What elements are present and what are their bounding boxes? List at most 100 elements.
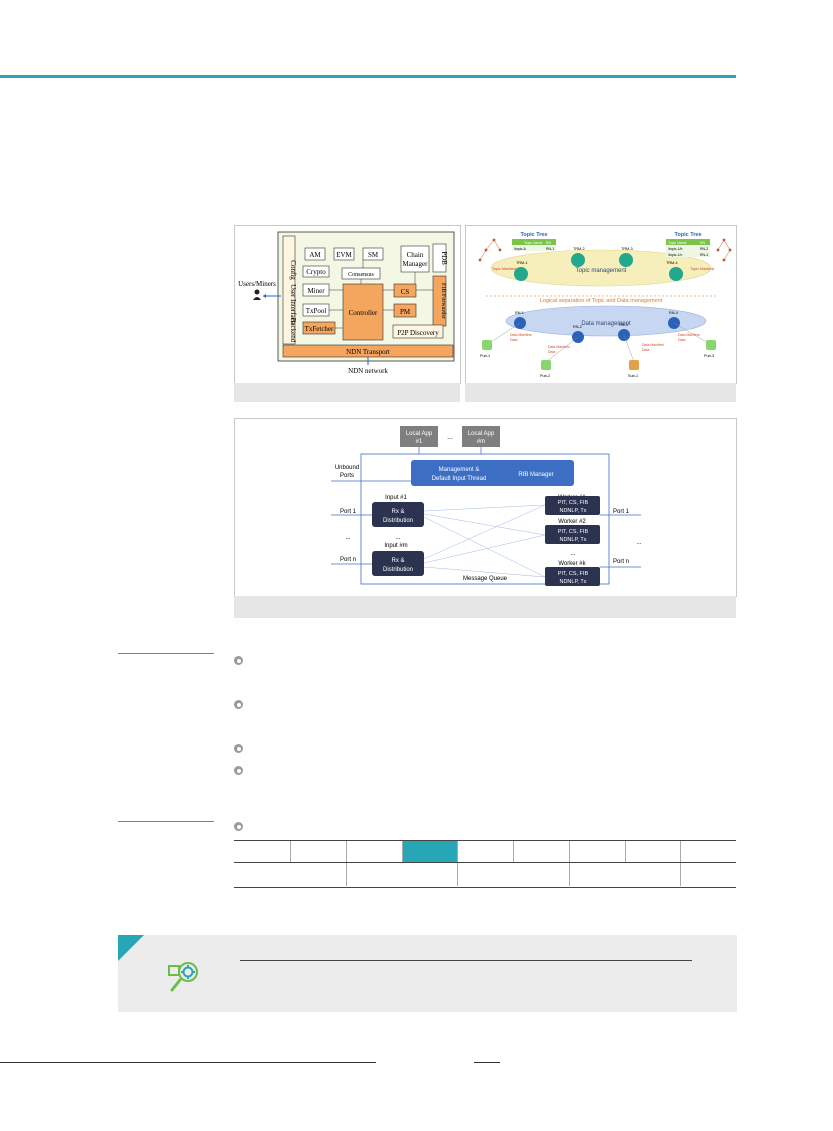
pub-1-icon [482, 340, 492, 350]
figure-topic-data-management: Topic management Topic Tree Topic Name R… [465, 225, 737, 384]
sub-1-label: Sub-1 [628, 374, 638, 378]
local-app-m-line2: #m [477, 439, 485, 445]
rib-manager-label: RIB Manager [518, 472, 553, 478]
separation-label: Logical separation of Topic and Data man… [540, 298, 663, 304]
port-1-left-label: Port 1 [340, 509, 357, 515]
forwarder-diagram: Local App #1 ... Local App #m Unbound Po… [331, 426, 642, 586]
input-1-label: Input #1 [385, 495, 407, 501]
bullet-icon-4 [234, 766, 243, 775]
data-manifest-3: Data Manifest [642, 343, 664, 347]
side-label-ui: User Interface [289, 284, 297, 324]
topic-manifest-right: Topic Manifest [690, 267, 715, 271]
pub-3-icon [706, 340, 716, 350]
port-right-ellipsis: ... [636, 540, 641, 546]
management-thread-line2: Default Input Thread [432, 476, 487, 482]
tree-left-row-rn: RN-1 [546, 247, 554, 251]
side-label-config: Config [289, 260, 297, 280]
input-ellipsis: ... [395, 535, 400, 541]
sub-1-icon [629, 360, 639, 370]
port-n-right-label: Port n [613, 559, 629, 565]
module-crypto: Crypto [306, 268, 326, 276]
figure-blockchain-architecture: Config User Interface Backend AM EVM SM … [234, 225, 461, 384]
tree-header-rn: RN [546, 241, 552, 245]
data-2: Data [548, 350, 555, 354]
figure-b-caption-bar [465, 383, 736, 402]
worker-1-line2: NDNLP, Tx [559, 508, 586, 514]
tree-header-rn-right: RN [700, 241, 706, 245]
input-m-rx: Rx & [391, 558, 404, 564]
tree-right-row-1-rn: RN-2 [700, 247, 708, 251]
data-3: Data [642, 348, 649, 352]
message-queue-label: Message Queue [463, 576, 508, 582]
module-chain-manager-2: Manager [403, 260, 429, 268]
worker-1-box [545, 496, 600, 515]
ndn-network-label: NDN network [348, 367, 388, 375]
data-management-label: Data management [581, 321, 631, 327]
module-evm: EVM [336, 251, 352, 259]
local-app-1-line2: #1 [416, 439, 423, 445]
worker-2-title: Worker #2 [558, 519, 586, 525]
local-app-m-line1: Local App [468, 431, 495, 437]
pub-1-label: Pub-1 [480, 354, 490, 358]
module-fib-forwarder: FIB/Forwarder [440, 283, 446, 319]
tree-left-row-topic: /topic-A [514, 247, 527, 251]
bullet-icon-1 [234, 656, 243, 665]
module-chain-manager-1: Chain [407, 251, 424, 259]
data-4: Data [678, 338, 685, 342]
worker-k-line2: NDNLP, Tx [559, 579, 586, 585]
trm-node-3 [619, 253, 633, 267]
worker-2-line2: NDNLP, Tx [559, 537, 586, 543]
module-txpool: TxPool [306, 307, 327, 315]
input-m-label: Input #m [384, 543, 407, 549]
rn-label-1: RN-1 [515, 311, 524, 315]
footer-rule-left [0, 1062, 376, 1063]
port-1-right-label: Port 1 [613, 509, 630, 515]
trm-label-2: TRM-2 [573, 247, 585, 251]
table-highlight-cell [402, 841, 457, 862]
rib-manager-box [498, 460, 574, 486]
management-thread-line1: Management & [439, 467, 480, 473]
figure-a-caption-bar [234, 383, 460, 402]
rn-label-3: RN-3 [619, 323, 628, 327]
module-am: AM [309, 251, 321, 259]
port-n-left-label: Port n [340, 557, 356, 563]
worker-2-line1: PIT, CS, FIB [558, 529, 589, 535]
local-app-m-box [462, 426, 500, 447]
tree-header-topic-right: Topic Name [668, 241, 687, 245]
header-rule [0, 75, 736, 78]
rn-label-4: RN-4 [669, 311, 678, 315]
user-icon [254, 289, 260, 295]
section-rule-2 [118, 821, 214, 822]
local-app-1-line1: Local App [406, 431, 433, 437]
topic-management-label: Topic management [576, 268, 627, 274]
module-sm: SM [368, 251, 379, 259]
worker-k-title: Worker #k [558, 561, 586, 567]
worker-1-line1: PIT, CS, FIB [558, 500, 589, 506]
tree-right-row-2-rn: RN-4 [700, 253, 708, 257]
input-1-rx: Rx & [391, 509, 404, 515]
module-cs: CS [401, 288, 410, 296]
pub-3-label: Pub-3 [704, 354, 714, 358]
module-consensus: Consensus [348, 272, 374, 278]
data-1: Data [510, 338, 517, 342]
trm-label-1: TRM-1 [516, 261, 528, 265]
topic-data-diagram: Topic management Topic Tree Topic Name R… [478, 232, 732, 378]
note-corner-tab [118, 935, 144, 961]
section-rule-1 [118, 653, 214, 654]
worker-ellipsis: ... [570, 551, 575, 557]
timeline-table [234, 840, 736, 888]
footer-rule-right [474, 1062, 500, 1063]
module-ndn-transport: NDN Transport [346, 348, 390, 356]
architecture-diagram: Config User Interface Backend AM EVM SM … [238, 231, 455, 375]
users-miners-label: Users/Miners [238, 280, 276, 288]
unbound-ports-line2: Ports [340, 473, 354, 479]
unbound-ports-line1: Unbound [335, 465, 359, 471]
note-rule [240, 960, 692, 961]
module-miner: Miner [307, 287, 325, 295]
data-manifest-2: Data Manifest [548, 345, 570, 349]
tree-right-row-1-topic: /topic-1/b [668, 247, 682, 251]
module-controller: Controller [349, 309, 378, 317]
input-1-distribution: Distribution [383, 518, 413, 524]
trm-label-3: TRM-3 [621, 247, 633, 251]
module-txfetcher: TxFetcher [305, 325, 334, 333]
